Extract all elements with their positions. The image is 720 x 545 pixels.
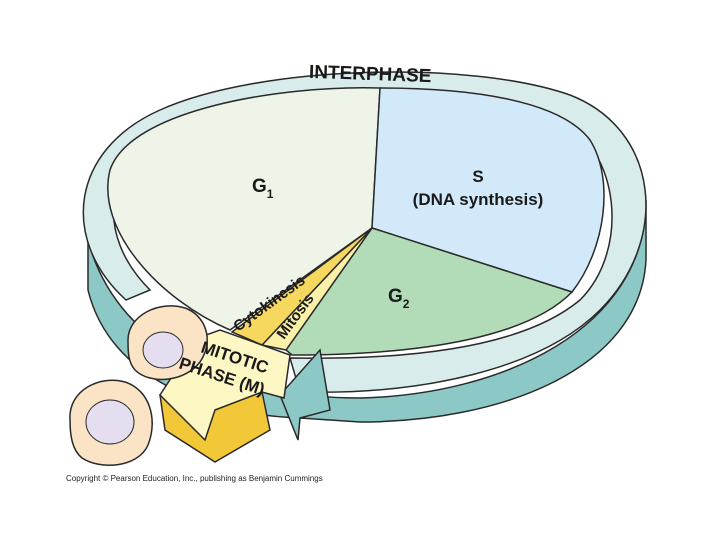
interphase-arrowhead: [279, 348, 331, 441]
g1-label: G1: [252, 176, 274, 201]
copyright-notice: Copyright © Pearson Education, Inc., pub…: [66, 474, 323, 483]
s-wedge: [371, 87, 605, 293]
g2-subscript: 2: [403, 297, 410, 311]
g1-subscript: 1: [267, 187, 274, 201]
daughter-cell-nucleus: [85, 399, 135, 445]
g1-wedge: [107, 87, 381, 331]
interphase-label: INTERPHASE: [309, 62, 432, 87]
g2-wedge: [284, 227, 574, 356]
cytokinesis-wedge: [230, 227, 373, 346]
s-description: (DNA synthesis): [413, 190, 544, 209]
s-label: S: [472, 167, 483, 186]
g2-label: G2: [388, 286, 410, 311]
dividing-cell-nucleus: [142, 331, 184, 369]
